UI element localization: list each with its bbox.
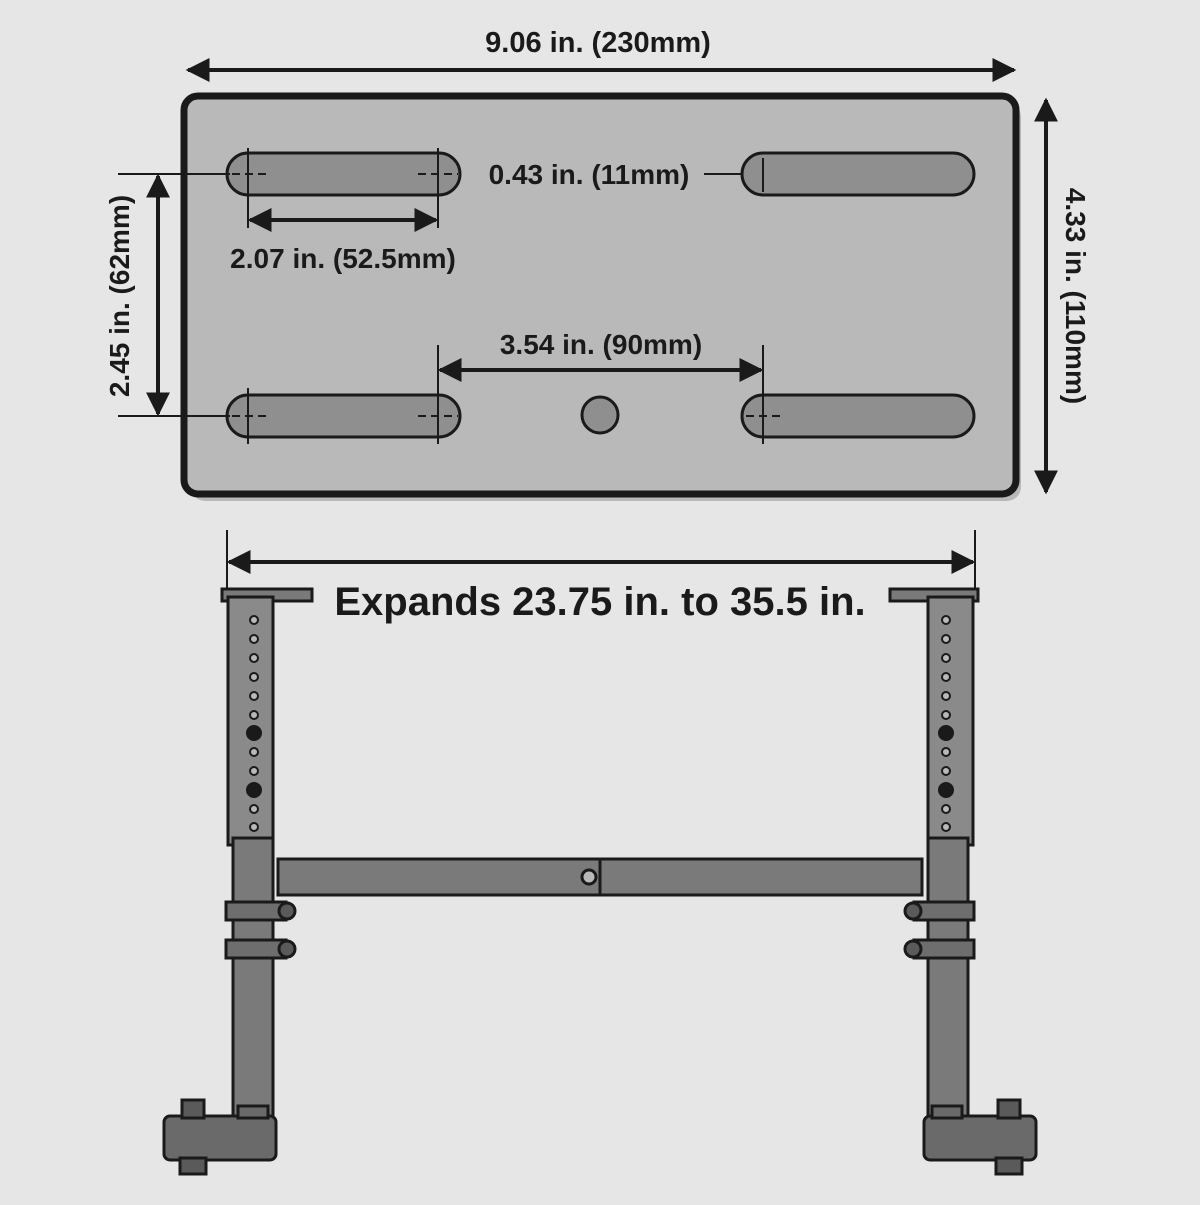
right-adjust-holes [938,615,954,832]
slot-bottom-right [740,393,976,439]
width-label: 9.06 in. (230mm) [485,27,711,59]
left-adjust-holes [246,615,262,832]
right-clamp-upper [912,900,976,922]
dimension-arrows [146,58,1058,574]
height-label: 4.33 in. (110mm) [1060,188,1091,404]
cross-bar [276,857,924,897]
expand-label: Expands 23.75 in. to 35.5 in. [334,580,865,624]
right-leg [888,587,1038,1176]
slot-length-label: 2.07 in. (52.5mm) [230,243,456,274]
left-foot-knob-top [180,1098,206,1120]
left-clamp-lower [224,938,288,960]
expand-extension-lines [226,530,976,590]
left-leg [162,587,314,1176]
left-foot-knob-bottom [178,1156,208,1176]
left-lower-tube [231,836,275,1120]
center-hole [580,395,620,435]
slot-top-right [740,151,976,197]
slot-width-label: 0.43 in. (11mm) [489,159,690,190]
right-lower-tube [926,836,970,1120]
center-spacing-label: 3.54 in. (90mm) [500,329,702,360]
right-clamp-lower [912,938,976,960]
slot-spacing-label: 2.45 in. (62mm) [104,195,135,397]
left-foot [162,1114,278,1162]
right-foot-knob-top [996,1098,1022,1120]
right-foot [922,1114,1038,1162]
cross-bar-bolt [580,868,598,886]
right-foot-knob-bottom [994,1156,1024,1176]
left-clamp-upper [224,900,288,922]
